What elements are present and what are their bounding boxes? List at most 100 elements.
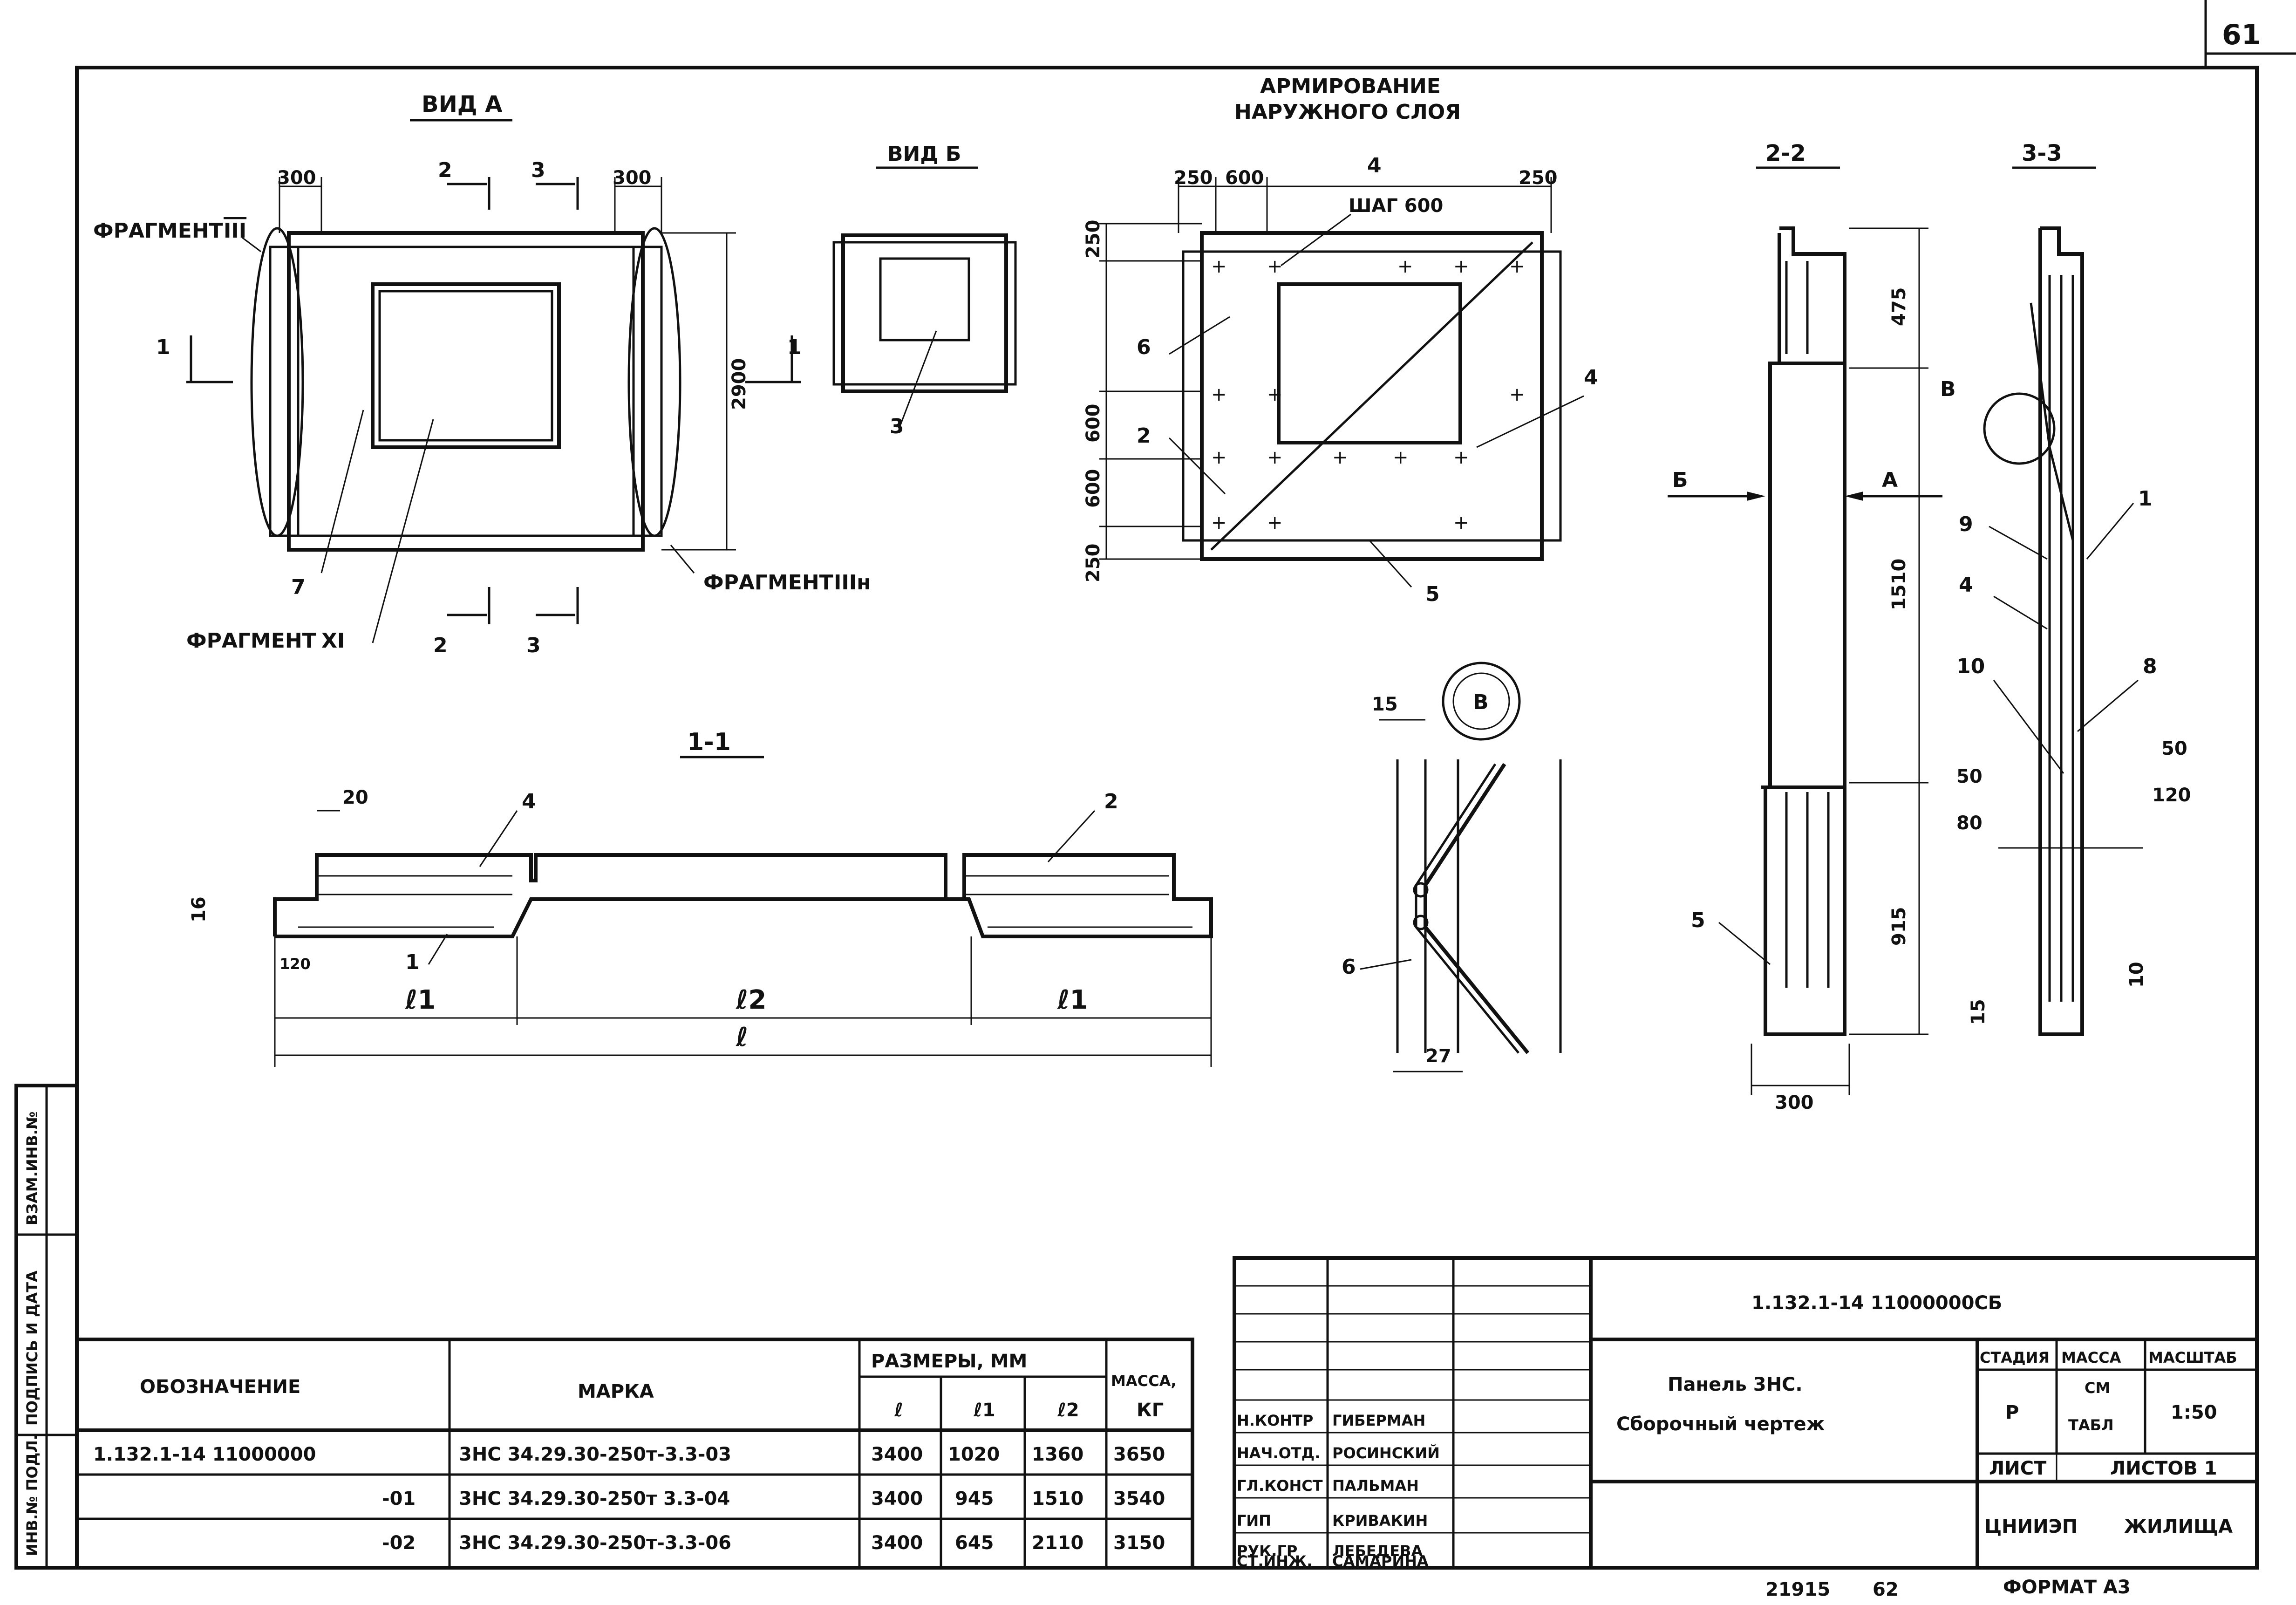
s22-dim-915: 915	[1888, 907, 1910, 946]
staff-role: РУК.ГР	[1237, 1542, 1297, 1560]
reinforcement-plus-marks: +++++ +++ +++++ +++	[1211, 256, 1525, 533]
row3-l1: 645	[955, 1532, 994, 1554]
svg-text:+: +	[1453, 447, 1469, 468]
svg-text:+: +	[1509, 256, 1525, 277]
footer-inv: 21915	[1765, 1579, 1830, 1600]
section-1-1-pos-4: 4	[522, 790, 536, 813]
row1-l: 3400	[871, 1444, 923, 1465]
fragment-b-dim-15: 15	[1372, 694, 1398, 715]
staff-role: СТ.ИНЖ.	[1237, 1552, 1312, 1570]
fragment-xi-label: ФРАГМЕНТ	[186, 629, 316, 653]
org-name-2: ЖИЛИЩА	[2124, 1516, 2233, 1537]
staff-name: КРИВАКИН	[1332, 1512, 1428, 1530]
dim-300-right: 300	[613, 167, 652, 189]
row1-designation: 1.132.1-14 11000000	[93, 1444, 316, 1465]
mark-3-bottom: 3	[526, 634, 541, 657]
spec-h-sizes: РАЗМЕРЫ, ММ	[871, 1351, 1027, 1372]
stamp-inv-podl: ИНВ.№ ПОДЛ.	[23, 1434, 41, 1556]
spec-h-mark: МАРКА	[578, 1381, 654, 1402]
staff-name: ГИБЕРМАН	[1332, 1412, 1425, 1429]
svg-text:+: +	[1267, 512, 1283, 533]
row1-l2: 1360	[1032, 1444, 1083, 1465]
svg-text:+: +	[1332, 447, 1348, 468]
fragment-b-dim-27: 27	[1425, 1045, 1451, 1067]
spec-h-designation: ОБОЗНАЧЕНИЕ	[140, 1376, 300, 1398]
staff-role: Н.КОНТР	[1237, 1412, 1313, 1429]
view-b-title: ВИД Б	[887, 142, 961, 166]
staff-role: ГИП	[1237, 1512, 1271, 1530]
title-line-1: Панель 3НС.	[1668, 1374, 1803, 1395]
spec-table: ОБОЗНАЧЕНИЕ МАРКА РАЗМЕРЫ, ММ МАССА, ℓ ℓ…	[75, 1338, 1194, 1570]
reinforcement-title-1: АРМИРОВАНИЕ	[1260, 75, 1441, 98]
row2-mass: 3540	[1113, 1488, 1165, 1509]
stamp-podpis: ПОДПИСЬ И ДАТА	[23, 1270, 41, 1426]
row3-l: 3400	[871, 1532, 923, 1554]
view-a: ВИД А 300 300 2900 1 1	[93, 91, 871, 657]
spec-h-mass: МАССА,	[1111, 1372, 1177, 1390]
reinf-pos-4-top: 4	[1367, 154, 1382, 178]
sheet-label: ЛИСТ	[1989, 1458, 2047, 1479]
s22-arrow-b-label: Б	[1672, 468, 1688, 492]
row2-l: 3400	[871, 1488, 923, 1509]
s22-dim-475: 475	[1888, 287, 1910, 327]
mark-2-top: 2	[438, 158, 452, 182]
dim-16: 16	[188, 896, 210, 922]
s33-dim-120: 120	[2152, 785, 2191, 806]
row2-l2: 1510	[1032, 1488, 1083, 1509]
dim-l: ℓ	[736, 1022, 748, 1052]
dim-120: 120	[279, 955, 311, 973]
s22-dim-1510: 1510	[1888, 559, 1910, 610]
s33-circle-b: В	[1940, 377, 1956, 401]
svg-text:+: +	[1211, 447, 1227, 468]
staff-name: РОСИНСКИЙ	[1332, 1444, 1440, 1462]
fragment-iii-number: III	[224, 219, 246, 243]
h-scale: МАСШТАБ	[2148, 1349, 2237, 1366]
s33-dim-50b: 50	[2161, 738, 2187, 759]
h-stage: СТАДИЯ	[1980, 1349, 2050, 1366]
staff-name: САМАРИНА	[1332, 1552, 1429, 1570]
section-1-1-pos-1: 1	[405, 950, 420, 974]
s33-pos-1: 1	[2138, 487, 2153, 511]
row3-designation: -02	[382, 1532, 416, 1554]
section-3-3: 3-3 В 9 1 4 10 8 50 50 80 120 10 15	[1940, 140, 2191, 1036]
staff-name: ЛЕБЕДЕВА	[1332, 1542, 1423, 1560]
section-3-3-title: 3-3	[2022, 140, 2062, 166]
pos-7: 7	[291, 575, 306, 599]
table-row: -01 3НС 34.29.30-250т 3.3-04 3400 945 15…	[382, 1488, 1165, 1509]
fragment-b-circle-label: В	[1473, 690, 1489, 714]
svg-text:+: +	[1393, 447, 1409, 468]
s22-dim-300: 300	[1775, 1092, 1814, 1113]
row1-mark: 3НС 34.29.30-250т-3.3-03	[459, 1444, 731, 1465]
reinf-pos-2: 2	[1137, 424, 1151, 448]
view-b: ВИД Б 3	[832, 142, 1017, 438]
row3-mass: 3150	[1113, 1532, 1165, 1554]
title-line-2: Сборочный чертеж	[1616, 1414, 1825, 1435]
spec-h-l: ℓ	[894, 1400, 903, 1421]
dim-l1-right: ℓ1	[1057, 985, 1088, 1015]
sheets-label: ЛИСТОВ 1	[2110, 1458, 2217, 1479]
row3-l2: 2110	[1032, 1532, 1083, 1554]
svg-text:+: +	[1267, 256, 1283, 277]
reinf-pos-4: 4	[1584, 366, 1598, 389]
mark-1-left: 1	[156, 335, 170, 359]
view-a-title: ВИД А	[422, 91, 502, 117]
mass-value-2: ТАБЛ	[2068, 1416, 2114, 1434]
row2-l1: 945	[955, 1488, 994, 1509]
spec-h-l1: ℓ1	[973, 1400, 995, 1421]
fragment-b-pos-6: 6	[1342, 955, 1356, 979]
staff-role: ГЛ.КОНСТ	[1237, 1477, 1323, 1495]
s33-pos-8: 8	[2143, 655, 2157, 678]
stamp-vzam: ВЗАМ.ИНВ.№	[23, 1112, 41, 1226]
reinf-dim-250-top-right: 250	[1519, 167, 1558, 189]
spec-h-kg: КГ	[1137, 1400, 1164, 1421]
dim-l2: ℓ2	[736, 985, 766, 1015]
fragment-xi-number: XI	[321, 629, 345, 653]
reinf-pos-6: 6	[1137, 335, 1151, 359]
reinf-dim-v-600-b: 600	[1083, 469, 1104, 508]
footer-page: 62	[1873, 1579, 1899, 1600]
staff-name: ПАЛЬМАН	[1332, 1477, 1419, 1495]
mark-1-right: 1	[787, 335, 802, 359]
footer-format: ФОРМАТ А3	[2003, 1577, 2131, 1598]
svg-text:+: +	[1267, 447, 1283, 468]
